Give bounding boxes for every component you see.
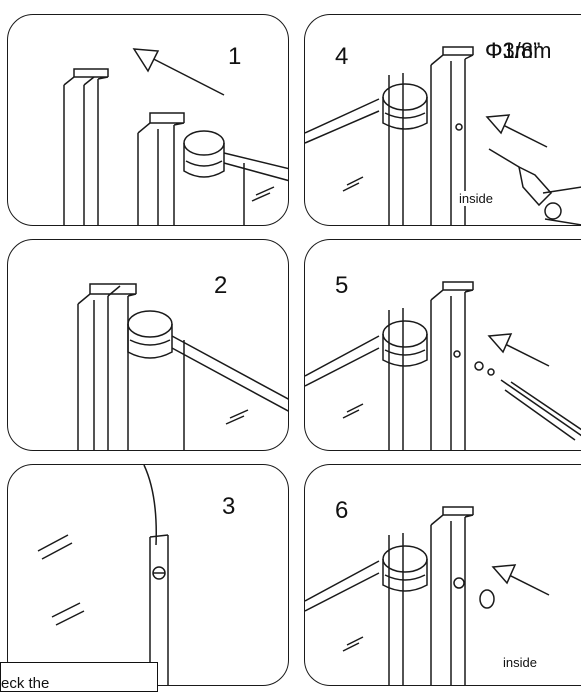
step-number: 4 [335,43,349,70]
drill-diameter-metric: Φ3mm [485,38,552,63]
step-3-illustration [37,465,169,685]
inside-label: inside [457,191,495,206]
step-2-illustration [77,283,288,450]
step-1-panel: 1 [7,14,289,226]
note-text: eck the [1,675,50,692]
step-6-illustration [305,506,550,685]
step-4-panel: 4 Φ3mm Φ1/8” inside [304,14,581,226]
step-number: 6 [335,497,349,524]
step-number: 2 [214,272,228,299]
step-5-illustration [305,281,581,450]
step-6-panel: 6 inside [304,464,581,686]
step-3-panel: 3 [7,464,289,686]
step-number: 1 [228,43,242,70]
step-4-illustration [305,46,581,225]
note-box: eck the [0,662,158,692]
inside-label: inside [501,655,539,670]
step-number: 5 [335,272,349,299]
step-2-panel: 2 [7,239,289,451]
step-5-panel: 5 [304,239,581,451]
step-1-illustration [63,48,288,225]
drill-diameter-imperial: Φ1/8” [485,38,541,63]
step-number: 3 [222,493,236,520]
